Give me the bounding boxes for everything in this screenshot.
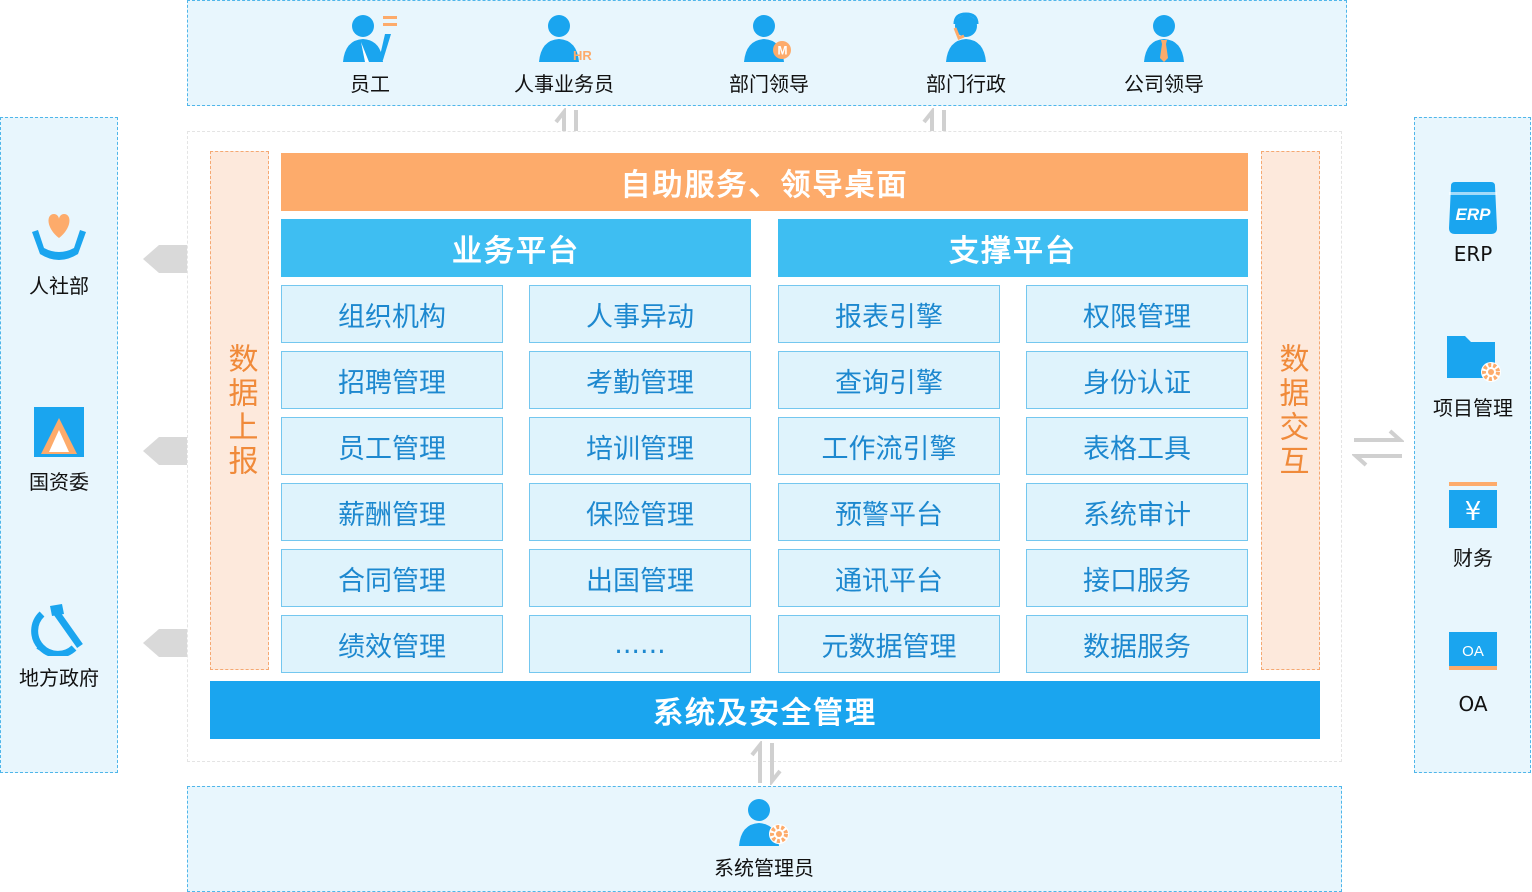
- data-report-bar: 数据上报: [210, 151, 269, 670]
- org-mohrss[interactable]: 人社部: [1, 208, 117, 299]
- module-interface-service[interactable]: 接口服务: [1026, 549, 1248, 607]
- system-label: 项目管理: [1433, 396, 1513, 420]
- org-local-government[interactable]: 地方政府: [1, 600, 117, 691]
- erp-icon: ERP: [1449, 182, 1497, 234]
- system-label: 财务: [1453, 546, 1493, 570]
- system-finance[interactable]: ¥ 财务: [1415, 480, 1531, 571]
- org-sasac[interactable]: 国资委: [1, 404, 117, 495]
- module-attendance[interactable]: 考勤管理: [529, 351, 751, 409]
- module-training[interactable]: 培训管理: [529, 417, 751, 475]
- employee-icon: [343, 15, 397, 62]
- module-contract[interactable]: 合同管理: [281, 549, 503, 607]
- role-system-admin[interactable]: 系统管理员: [694, 796, 834, 881]
- module-more[interactable]: ......: [529, 615, 751, 673]
- yuan-icon: ¥: [1449, 482, 1497, 528]
- arrow-left-icon: [143, 245, 187, 273]
- role-hr-staff[interactable]: HR 人事业务员: [494, 12, 634, 97]
- module-messaging[interactable]: 通讯平台: [778, 549, 1000, 607]
- department-manager-icon: M: [744, 15, 791, 62]
- data-exchange-label: 数据交互: [1273, 342, 1309, 479]
- exchange-arrows-icon: [1352, 429, 1404, 467]
- module-alert-platform[interactable]: 预警平台: [778, 483, 1000, 541]
- role-label: 人事业务员: [514, 72, 614, 96]
- module-workflow-engine[interactable]: 工作流引擎: [778, 417, 1000, 475]
- business-platform-header[interactable]: 业务平台: [281, 219, 751, 277]
- module-salary[interactable]: 薪酬管理: [281, 483, 503, 541]
- support-platform-header[interactable]: 支撑平台: [778, 219, 1248, 277]
- hammer-sickle-icon: [31, 604, 83, 656]
- org-label: 人社部: [29, 274, 89, 298]
- module-employee[interactable]: 员工管理: [281, 417, 503, 475]
- module-table-tool[interactable]: 表格工具: [1026, 417, 1248, 475]
- department-admin-icon: [946, 12, 986, 62]
- company-leader-icon: [1144, 15, 1184, 62]
- system-project-management[interactable]: 项目管理: [1415, 330, 1531, 421]
- module-query-engine[interactable]: 查询引擎: [778, 351, 1000, 409]
- system-label: ERP: [1453, 242, 1493, 266]
- data-report-label: 数据上报: [222, 342, 258, 479]
- hr-staff-icon: HR: [539, 15, 592, 63]
- module-performance[interactable]: 绩效管理: [281, 615, 503, 673]
- arrow-left-icon: [143, 437, 187, 465]
- role-department-admin[interactable]: 部门行政: [896, 12, 1036, 97]
- yuan-icon-text: ¥: [1465, 497, 1482, 527]
- svg-text:HR: HR: [573, 48, 592, 63]
- oa-icon: OA: [1449, 632, 1497, 670]
- module-organization[interactable]: 组织机构: [281, 285, 503, 343]
- role-company-leader[interactable]: 公司领导: [1094, 12, 1234, 97]
- role-employee[interactable]: 员工: [300, 12, 440, 97]
- triangle-logo-icon: [34, 407, 84, 457]
- role-department-manager[interactable]: M 部门领导: [699, 12, 839, 97]
- module-metadata[interactable]: 元数据管理: [778, 615, 1000, 673]
- org-label: 地方政府: [19, 666, 99, 690]
- system-label: OA: [1458, 692, 1488, 716]
- svg-text:M: M: [778, 44, 788, 58]
- self-service-banner[interactable]: 自助服务、领导桌面: [281, 153, 1248, 211]
- module-authentication[interactable]: 身份认证: [1026, 351, 1248, 409]
- admin-gear-icon: [739, 799, 789, 846]
- security-management-banner[interactable]: 系统及安全管理: [210, 681, 1320, 739]
- hands-heart-icon: [32, 214, 86, 260]
- data-exchange-bar: 数据交互: [1261, 151, 1320, 670]
- org-label: 国资委: [29, 470, 89, 494]
- system-oa[interactable]: OA OA: [1415, 630, 1531, 716]
- role-label: 员工: [350, 72, 390, 96]
- role-label: 部门行政: [926, 72, 1006, 96]
- role-label: 部门领导: [729, 72, 809, 96]
- exchange-arrows-icon: [750, 741, 782, 785]
- admin-label: 系统管理员: [714, 856, 814, 880]
- module-overseas[interactable]: 出国管理: [529, 549, 751, 607]
- oa-icon-text: OA: [1462, 643, 1484, 660]
- module-recruitment[interactable]: 招聘管理: [281, 351, 503, 409]
- folder-gear-icon: [1447, 336, 1501, 382]
- erp-icon-text: ERP: [1456, 205, 1492, 224]
- system-erp[interactable]: ERP ERP: [1415, 180, 1531, 266]
- module-report-engine[interactable]: 报表引擎: [778, 285, 1000, 343]
- module-audit[interactable]: 系统审计: [1026, 483, 1248, 541]
- module-personnel-change[interactable]: 人事异动: [529, 285, 751, 343]
- role-label: 公司领导: [1124, 72, 1204, 96]
- module-data-service[interactable]: 数据服务: [1026, 615, 1248, 673]
- module-insurance[interactable]: 保险管理: [529, 483, 751, 541]
- arrow-left-icon: [143, 629, 187, 657]
- module-permission[interactable]: 权限管理: [1026, 285, 1248, 343]
